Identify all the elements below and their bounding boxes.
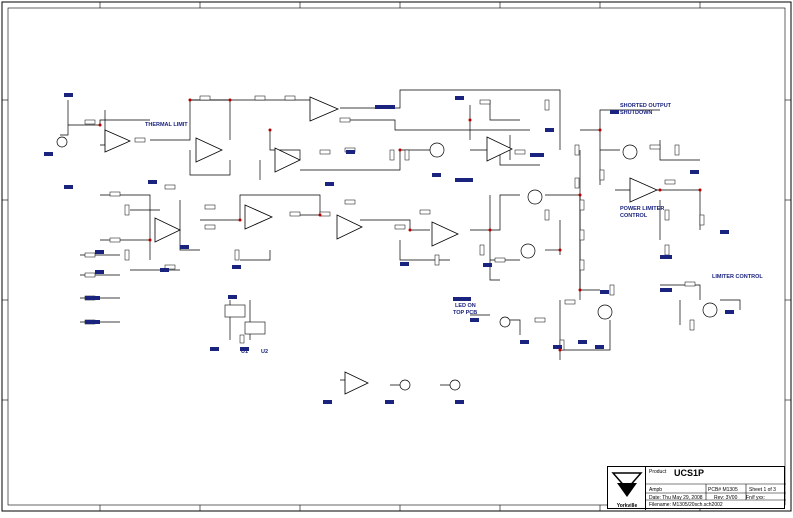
filename: Filename: M1305/20sch.sch2002 <box>649 502 723 508</box>
transistor-q-left <box>56 136 68 148</box>
drawing-name: Ampb <box>649 487 663 493</box>
transistor-q-bc550 <box>597 304 613 320</box>
transistors <box>56 136 718 391</box>
ic-supply-blocks <box>224 304 266 335</box>
product-label: Product <box>649 469 667 475</box>
label-top-pcb: TOP PCB <box>453 310 477 316</box>
transistor-q-led <box>499 316 511 328</box>
opamp-u2a <box>336 214 363 240</box>
sheet-number: Sheet 1 of 3 <box>749 487 776 493</box>
label-thermal-limit: THERMAL LIMIT <box>145 122 188 128</box>
drawing-date: Date: Thu May 29, 2008 <box>649 495 703 501</box>
opamp-u4b-thermal <box>104 129 131 153</box>
product-name: UCS1P <box>674 468 705 478</box>
svg-text:Yorkville: Yorkville <box>617 503 638 509</box>
pcb-number: PCB# M1305 <box>708 487 738 493</box>
label-shorted-output-2: SHUTDOWN <box>620 110 652 116</box>
transistor-q-array1 <box>399 379 411 391</box>
opamp-u1a-left <box>154 217 181 243</box>
transistor-q-array2 <box>449 379 461 391</box>
comparator-bottom <box>344 371 369 395</box>
section-labels: THERMAL LIMIT SHORTED OUTPUT SHUTDOWN PO… <box>145 103 763 355</box>
label-u1: U1 <box>241 349 248 355</box>
revision: Rev: 3V00 <box>714 495 738 501</box>
opamp-lm393 <box>274 147 301 173</box>
junctions <box>98 98 702 352</box>
title-block: Yorkville Product UCS1P Ampb PCB# M1305 … <box>607 466 786 510</box>
label-limiter-control: LIMITER CONTROL <box>712 274 763 280</box>
net-labels <box>44 93 734 404</box>
opamp-u2b <box>431 221 459 247</box>
transistor-q-bc560b <box>520 243 536 259</box>
label-shorted-output-1: SHORTED OUTPUT <box>620 103 672 109</box>
label-led-on: LED ON <box>455 303 476 309</box>
opamp-power-limiter <box>629 177 658 203</box>
transistor-q-limiter <box>702 302 718 318</box>
title-block-grid <box>646 483 786 501</box>
opamp-tl074-top <box>309 96 340 122</box>
transistor-q-bc560 <box>527 189 543 205</box>
fn-field: Fn/f yxx: <box>746 495 765 501</box>
label-power-limiter-1: POWER LIMITER <box>620 206 664 212</box>
label-power-limiter-2: CONTROL <box>620 213 648 219</box>
border-ticks <box>2 2 791 511</box>
components <box>84 95 705 351</box>
opamp-u4a <box>195 137 223 163</box>
sheet-inner-border <box>7 7 786 506</box>
opamp-u3b <box>486 136 513 162</box>
opamp-u1b <box>244 204 273 230</box>
label-u2: U2 <box>261 349 268 355</box>
transistor-q-mid <box>429 142 445 158</box>
company-logo: Yorkville <box>608 467 646 510</box>
transistor-q-short <box>622 144 638 160</box>
